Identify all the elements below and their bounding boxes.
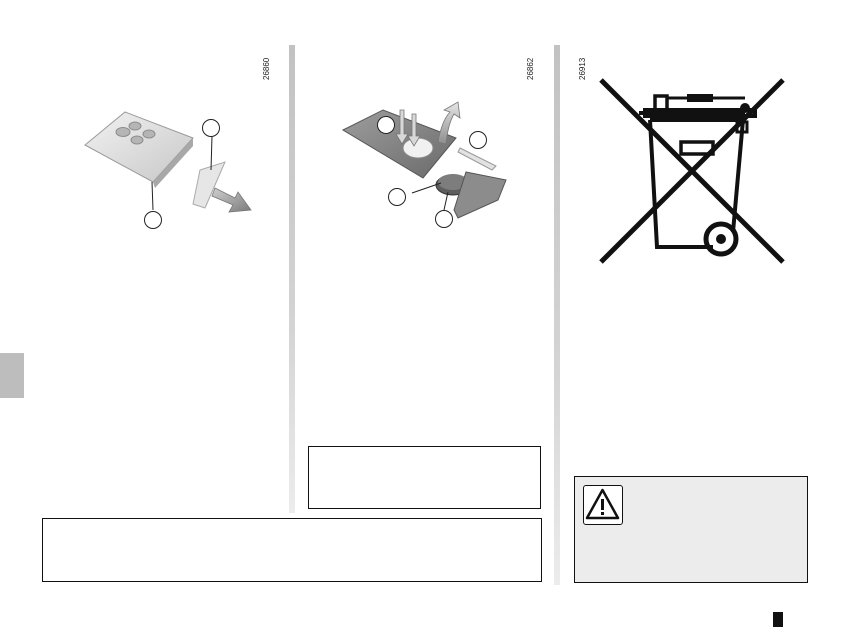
battery-replacement-illustration bbox=[338, 100, 518, 230]
callout-circle-1 bbox=[202, 119, 220, 137]
figure-code-middle: 26862 bbox=[526, 57, 535, 80]
warning-triangle-icon bbox=[585, 488, 620, 520]
note-box-middle bbox=[308, 446, 541, 509]
callout-circle-6 bbox=[435, 210, 453, 228]
note-box-bottom bbox=[42, 518, 542, 582]
column-divider-right bbox=[554, 45, 560, 585]
section-tab bbox=[0, 353, 24, 398]
column-divider-left bbox=[289, 45, 295, 513]
key-card-illustration bbox=[75, 100, 265, 235]
warning-box bbox=[574, 476, 808, 583]
callout-circle-4 bbox=[469, 131, 487, 149]
crossed-out-wheelie-bin-icon bbox=[595, 72, 791, 268]
callout-circle-3 bbox=[377, 116, 395, 134]
figure-code-right: 26913 bbox=[578, 57, 587, 80]
figure-code-left: 26860 bbox=[262, 57, 271, 80]
callout-circle-5 bbox=[388, 188, 406, 206]
callout-circle-2 bbox=[144, 211, 162, 229]
warning-icon-frame bbox=[583, 485, 623, 525]
page-marker bbox=[773, 612, 783, 627]
